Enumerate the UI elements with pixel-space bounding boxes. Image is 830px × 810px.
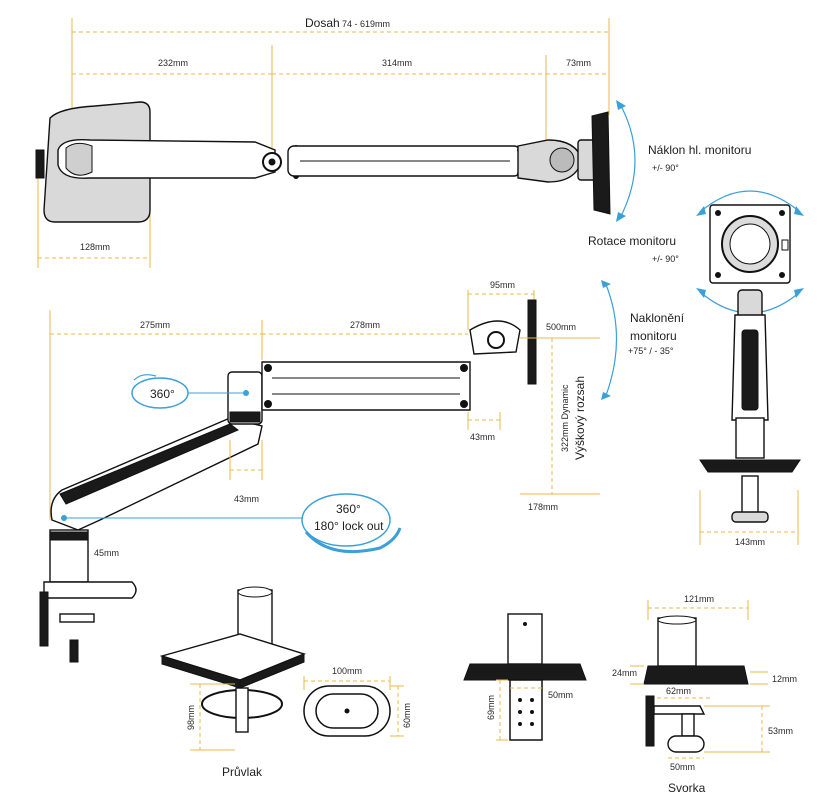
dim-500: 500mm: [546, 322, 576, 332]
dim-12: 12mm: [772, 674, 797, 684]
incline-range: +75° / - 35°: [628, 346, 674, 356]
dim-275: 275mm: [140, 320, 170, 330]
vesa-plate-top: [591, 111, 611, 215]
dim-143: 143mm: [735, 537, 765, 547]
dim-100: 100mm: [332, 666, 362, 676]
grommet-detail-view: 69mm 50mm: [463, 613, 587, 741]
rot-360-callout-b: 360°: [336, 502, 361, 516]
dim-322: 322mm Dynamic: [560, 384, 570, 452]
upper-arm-side: [261, 361, 471, 411]
dim-232: 232mm: [158, 58, 188, 68]
tilt-range: +/- 90°: [652, 163, 679, 173]
dim-43-lower: 43mm: [234, 494, 259, 504]
top-view: Dosah 74 - 619mm 232mm 314mm 73mm 128mm: [35, 16, 751, 268]
dim-62: 62mm: [666, 686, 691, 696]
dim-128: 128mm: [80, 242, 110, 252]
clamp-view: 121mm 24mm 12mm 62mm 53mm 50mm Svorka: [612, 594, 797, 795]
grommet-plate-view: 100mm 60mm: [303, 666, 412, 737]
dim-50-clamp: 50mm: [670, 762, 695, 772]
dim-69: 69mm: [486, 695, 496, 720]
dim-178: 178mm: [528, 502, 558, 512]
grommet-label: Průvlak: [222, 765, 263, 779]
rotation-range: +/- 90°: [652, 254, 679, 264]
lower-arm-side: [50, 417, 263, 531]
dim-53: 53mm: [768, 726, 793, 736]
dim-278: 278mm: [350, 320, 380, 330]
side-view: 275mm 278mm 95mm 500mm 43mm 43mm 45mm: [39, 280, 685, 663]
rot-360-callout-a: 360°: [150, 387, 175, 401]
dim-50-grommet: 50mm: [548, 690, 573, 700]
dim-45: 45mm: [94, 548, 119, 558]
base-side: [43, 581, 137, 599]
reach-dim-label: Dosah: [305, 16, 340, 30]
lock-out-label: 180° lock out: [314, 519, 384, 533]
grommet-view: 98mm Průvlak: [159, 586, 307, 779]
incline-title-1: Naklonění: [630, 311, 685, 325]
dim-98: 98mm: [186, 705, 196, 730]
dim-73: 73mm: [566, 58, 591, 68]
dim-95: 95mm: [490, 280, 515, 290]
tilt-title: Náklon hl. monitoru: [648, 143, 751, 157]
clamp-label: Svorka: [668, 781, 706, 795]
dim-43-upper: 43mm: [470, 432, 495, 442]
reach-dim-range: 74 - 619mm: [342, 19, 390, 29]
incline-title-2: monitoru: [630, 329, 677, 343]
rotation-title: Rotace monitoru: [588, 234, 676, 248]
front-view: Rotace monitoru +/- 90° 143mm: [588, 190, 804, 547]
dim-314: 314mm: [382, 58, 412, 68]
dim-60: 60mm: [402, 703, 412, 728]
height-range-label: Výškový rozsah: [573, 376, 587, 460]
lower-arm-top: [57, 139, 276, 179]
dim-24: 24mm: [612, 668, 637, 678]
dim-121: 121mm: [684, 594, 714, 604]
